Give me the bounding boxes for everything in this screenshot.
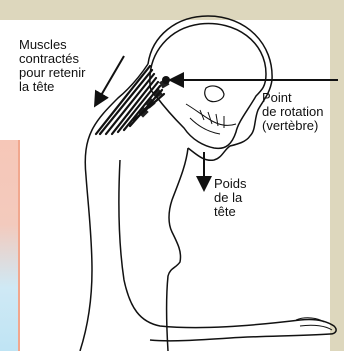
pivot-label: Point de rotation (vertèbre) <box>262 91 342 133</box>
pivot-point-marker <box>162 76 170 84</box>
chest-outline <box>167 148 189 351</box>
head-weight-label: Poids de la tête <box>214 177 274 219</box>
muscles-label: Muscles contractés pour retenir la tête <box>19 38 139 94</box>
skull-outline <box>150 24 266 149</box>
